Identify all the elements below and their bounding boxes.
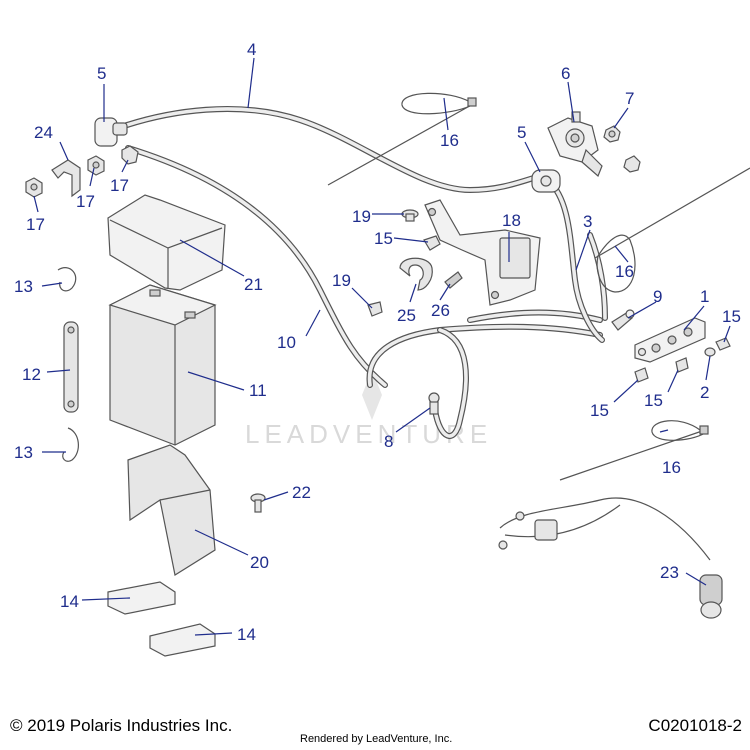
cable-3[interactable] [545,177,608,343]
nut-17-left[interactable] [25,177,43,198]
fastener-15-left[interactable] [634,367,649,383]
wire-harness[interactable] [366,309,603,439]
strap-12[interactable] [63,321,79,413]
callout-15-bracket: 15 [374,229,393,248]
callout-15-right: 15 [722,307,741,326]
callout-13-top: 13 [14,277,33,296]
callout-12: 12 [22,365,41,384]
battery-11[interactable] [108,284,217,446]
callout-25: 25 [397,306,416,325]
callout-22: 22 [292,483,311,502]
bracket-18[interactable] [424,199,541,306]
battery-tray-20[interactable] [127,444,216,576]
copyright-text: © 2019 Polaris Industries Inc. [10,716,233,735]
nut-7-lower[interactable] [623,155,641,173]
callout-4: 4 [247,40,256,59]
ground-wire-8[interactable] [428,392,440,415]
callout-11: 11 [249,381,267,400]
callout-17-center: 17 [76,192,95,211]
callout-2: 2 [700,383,709,402]
callout-18: 18 [502,211,521,230]
callout-26: 26 [431,301,450,320]
battery-cable-4[interactable] [115,106,543,194]
callout-19-lower: 19 [332,271,351,290]
callout-1: 1 [700,287,709,306]
callout-24: 24 [34,123,53,142]
nut-7[interactable] [603,125,621,143]
bolt-19-top[interactable] [401,209,419,222]
callouts: 5 4 6 7 16 5 3 24 17 17 17 21 19 15 18 1… [14,40,741,644]
fastener-15-center[interactable] [675,357,689,373]
cable-tie-16-lower[interactable] [559,420,709,481]
callout-6: 6 [561,64,570,83]
callout-10: 10 [277,333,296,352]
terminal-block-1[interactable] [634,317,706,363]
terminal-boot-5-right[interactable] [531,169,561,193]
callout-3: 3 [583,212,592,231]
clamp-24[interactable] [51,159,81,198]
clip-13-bottom[interactable] [62,427,79,462]
callout-9: 9 [653,287,662,306]
callout-21: 21 [244,275,263,294]
callout-8: 8 [384,432,393,451]
callout-17-right: 17 [110,176,129,195]
diagram-code: C0201018-2 [648,716,742,735]
fastener-15-bracket[interactable] [423,235,441,251]
callout-16-top: 16 [440,131,459,150]
callout-5-right: 5 [517,123,526,142]
bolt-22[interactable] [250,493,266,513]
callout-15-center: 15 [644,391,663,410]
callout-16-right: 16 [615,262,634,281]
callout-5-left: 5 [97,64,106,83]
pad-14-bottom[interactable] [149,623,216,657]
leader-lines [33,57,731,636]
callout-14-bottom: 14 [237,625,256,644]
solenoid-6[interactable] [547,111,603,178]
callout-20: 20 [250,553,269,572]
callout-19-top: 19 [352,207,371,226]
callout-23: 23 [660,563,679,582]
callout-7: 7 [625,89,634,108]
callout-13-bottom: 13 [14,443,33,462]
clamp-25[interactable] [399,257,433,291]
nut-17-right[interactable] [121,145,139,165]
nut-17-center[interactable] [87,155,105,176]
cable-10[interactable] [125,145,388,388]
battery-cover-21[interactable] [107,194,226,291]
rendered-by-text: Rendered by LeadVenture, Inc. [300,733,453,745]
callout-17-left: 17 [26,215,45,234]
terminal-boot-5-left[interactable] [94,117,128,147]
washer-2[interactable] [704,347,716,357]
callout-16-lower: 16 [662,458,681,477]
clip-13-top[interactable] [57,267,77,292]
callout-15-left: 15 [590,401,609,420]
ring-terminal-9[interactable] [611,309,635,331]
pad-14-top[interactable] [107,581,176,615]
cable-tie-16-right[interactable] [594,167,750,293]
callout-14-top: 14 [60,592,79,611]
clip-26[interactable] [444,271,463,289]
bolt-19-lower[interactable] [367,301,383,317]
fastener-15-right[interactable] [715,337,731,351]
accessory-harness-23[interactable] [498,497,723,619]
